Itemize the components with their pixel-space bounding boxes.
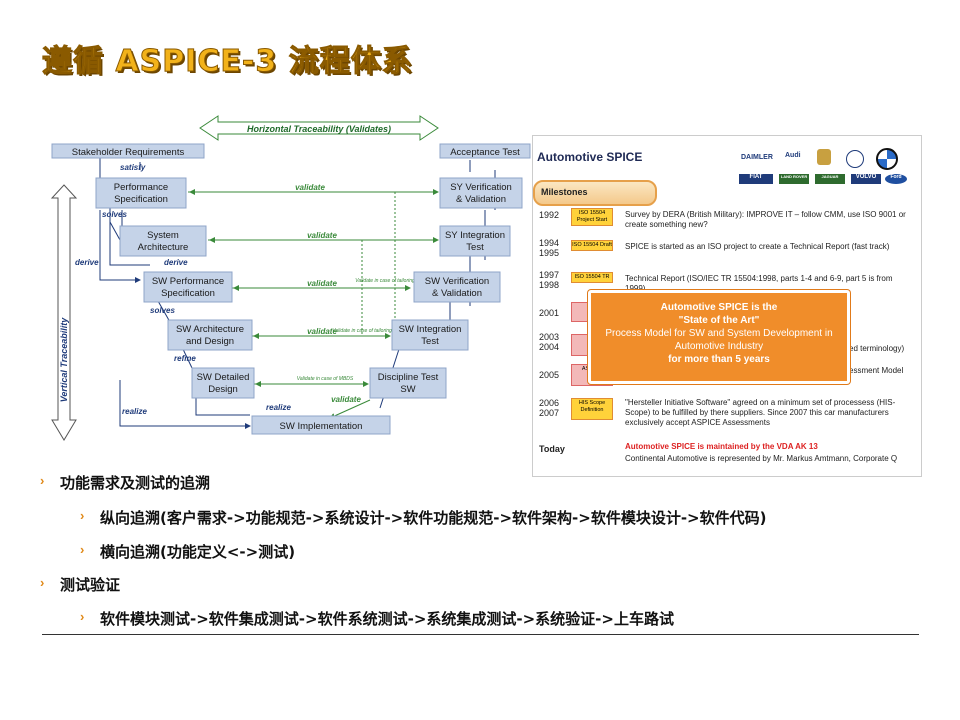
relation-satisfy: satisfy (120, 163, 146, 172)
milestone-text: Survey by DERA (British Military): IMPRO… (625, 210, 906, 229)
bullet-level1: 功能需求及测试的追溯 (60, 474, 211, 492)
callout-line4: for more than 5 years (668, 354, 770, 365)
milestone-text: SPICE is started as an ISO project to cr… (625, 242, 890, 251)
box-acceptance-test-label: Acceptance Test (450, 147, 520, 158)
year-2006-2007: 2006 2007 (539, 398, 560, 418)
mbds-label: Validate in case of MBDS (297, 376, 354, 382)
milestone-text: sed terminology) (845, 344, 905, 353)
milestone-text: Technical Report (ISO/IEC TR 15504:1998,… (625, 274, 893, 293)
box-sw-verification-label: SW Verification& Validation (425, 276, 489, 299)
tailoring-label: Validate in case of tailoring (355, 278, 415, 284)
box-sw-integration-test (391, 319, 469, 351)
box-discipline-test (369, 367, 447, 399)
milestone-text: Continental Automotive is represented by… (625, 454, 898, 463)
relation-solves: solves (102, 210, 127, 219)
callout-line2: "State of the Art" (678, 315, 760, 326)
year-today: Today (539, 444, 565, 454)
v-model-diagram: Horizontal Traceability (Validates) Vert… (50, 115, 531, 441)
callout-line1: Automotive SPICE is the (660, 302, 778, 313)
state-of-the-art-callout: Automotive SPICE is the "State of the Ar… (588, 290, 850, 384)
box-stakeholder-requirements (51, 143, 205, 159)
milestone-badge: ISO 15504 TR (571, 272, 613, 283)
horizontal-traceability-label: Horizontal Traceability (Validates) (247, 124, 391, 134)
box-sw-implementation (251, 415, 391, 435)
box-performance-specification (95, 177, 187, 209)
year-2001: 2001 (539, 308, 560, 318)
slide-title: 遵循 ASPICE-3 流程体系 (42, 44, 413, 80)
logo-land-rover: LAND ROVER (779, 174, 809, 184)
milestones-header: Milestones (533, 180, 657, 206)
milestone-badge: HIS Scope Definition (571, 398, 613, 420)
horizontal-traceability-arrow (199, 115, 439, 141)
bullet-arrow-icon: › (80, 508, 85, 523)
milestone-text: Automotive SPICE is maintained by the VD… (625, 442, 818, 451)
box-sy-integration-test (439, 225, 511, 257)
box-stakeholder-requirements-label: Stakeholder Requirements (72, 147, 185, 158)
logo-volvo: VOLVO (851, 174, 881, 184)
year-1994-1995: 1994 1995 (539, 238, 560, 258)
box-sw-architecture-design (167, 319, 253, 351)
box-sw-performance-specification (143, 271, 233, 303)
box-system-architecture (119, 225, 207, 257)
box-sy-verification-label: SY Verification& Validation (450, 182, 512, 205)
bullet-level2: 软件模块测试->软件集成测试->软件系统测试->系统集成测试->系统验证->上车… (100, 610, 674, 628)
bullet-arrow-icon: › (80, 609, 85, 624)
logo-ford: Ford (885, 174, 907, 184)
relation-derive: derive (164, 258, 188, 267)
box-acceptance-test (439, 143, 531, 159)
milestone-text: "Hersteller Initiative Software" agreed … (625, 398, 896, 427)
logo-vw (846, 150, 864, 168)
year-2003-2004: 2003 2004 (539, 332, 560, 352)
bullet-level2: 横向追溯(功能定义<->测试) (100, 543, 296, 561)
validate-label: validate (331, 395, 361, 404)
relation-realize: realize (122, 407, 147, 416)
validate-label: validate (307, 231, 337, 240)
relation-realize: realize (266, 403, 291, 412)
bullet-level1: 测试验证 (60, 576, 121, 594)
logo-jaguar: JAGUAR (815, 174, 845, 184)
box-sy-verification (439, 177, 523, 209)
callout-line3: Process Model for SW and System Developm… (605, 328, 833, 352)
logo-fiat: FIAT (739, 174, 773, 184)
validate-label: validate (295, 183, 325, 192)
relation-derive: derive (75, 258, 99, 267)
validate-label: validate (307, 279, 337, 288)
validate-label: validate (307, 327, 337, 336)
vertical-traceability-arrow (50, 184, 78, 441)
tailoring-label: Validate in case of tailoring (332, 328, 392, 334)
panel-title: Automotive SPICE (537, 150, 643, 164)
milestone-badge: ISO 15504 Draft (571, 240, 613, 251)
logo-porsche (817, 149, 831, 165)
bullet-arrow-icon: › (80, 542, 85, 557)
box-sw-verification (413, 271, 501, 303)
vertical-traceability-label: Vertical Traceability (59, 317, 69, 403)
relation-refine: refine (174, 354, 196, 363)
bullet-level2: 纵向追溯(客户需求->功能规范->系统设计->软件功能规范->软件架构->软件模… (100, 509, 767, 527)
bullet-arrow-icon: › (40, 473, 45, 488)
box-sw-detailed-design (191, 367, 255, 399)
year-2005: 2005 (539, 370, 560, 380)
year-1992: 1992 (539, 210, 560, 220)
footer-divider (42, 634, 919, 635)
year-1997-1998: 1997 1998 (539, 270, 560, 290)
relation-solves: solves (150, 306, 175, 315)
box-sw-implementation-label: SW Implementation (280, 421, 363, 432)
logo-daimler: DAIMLER (741, 154, 773, 161)
bullet-arrow-icon: › (40, 575, 45, 590)
logo-bmw (876, 148, 898, 170)
logo-audi: Audi (785, 152, 801, 159)
milestone-badge: ISO 15504 Project Start (571, 208, 613, 226)
